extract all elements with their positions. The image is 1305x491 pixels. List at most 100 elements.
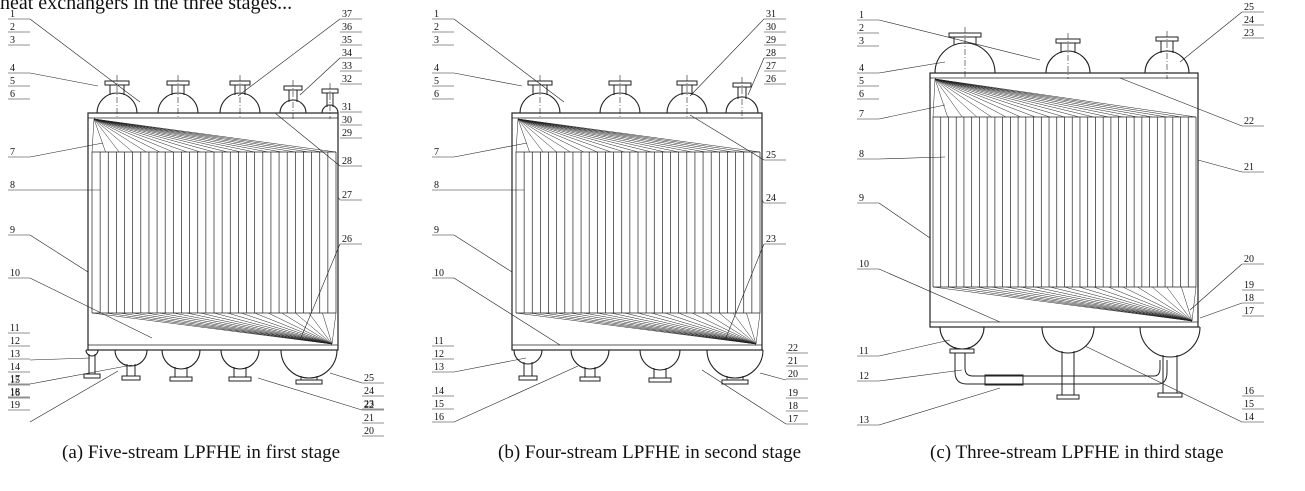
diagram-c-right-label-22: 22 bbox=[1244, 116, 1254, 127]
leader-line bbox=[29, 18, 141, 103]
header-c5-dome bbox=[1041, 326, 1095, 354]
distributor-line-b bbox=[517, 118, 720, 153]
leader-line bbox=[747, 57, 765, 96]
distributor-line-c bbox=[1049, 286, 1193, 322]
distributor-line-b bbox=[570, 312, 757, 345]
diagram-a-left-label-12: 12 bbox=[10, 336, 20, 347]
diagram-a-left-label-18: 18 bbox=[10, 387, 20, 398]
distributor-line-b bbox=[556, 312, 757, 345]
diagram-c-left-label-12: 12 bbox=[859, 371, 869, 382]
header-a8-flange bbox=[169, 376, 193, 382]
distributor-line-b bbox=[517, 118, 652, 153]
diagram-b-right-label-22: 22 bbox=[788, 343, 798, 354]
distributor-line-c bbox=[932, 78, 936, 118]
distributor-line-a bbox=[295, 312, 333, 345]
distributor-line-a bbox=[200, 312, 333, 345]
distributor-line-b bbox=[624, 312, 757, 345]
diagram-c-left-label-4: 4 bbox=[859, 63, 864, 74]
distributor-line-b bbox=[719, 312, 757, 345]
header-a7-flange bbox=[121, 375, 141, 381]
header-c4-flange bbox=[949, 348, 975, 354]
caption-b: (b) Four-stream LPFHE in second stage bbox=[498, 442, 802, 463]
distributor-line-a bbox=[227, 312, 333, 345]
distributor-line-a bbox=[93, 118, 282, 153]
diagram-a-right-label-20: 20 bbox=[364, 426, 374, 437]
diagram-b-left-label-6: 6 bbox=[434, 89, 439, 100]
diagram-a-right-label-37: 37 bbox=[342, 9, 352, 20]
diagram-a-right-label-35: 35 bbox=[342, 35, 352, 46]
distributor-line-b bbox=[529, 312, 757, 345]
distributor-line-c bbox=[934, 78, 1138, 118]
diagram-a-left-label-7: 7 bbox=[10, 147, 15, 158]
distributor-line-b bbox=[746, 312, 757, 345]
leader-line bbox=[1179, 11, 1243, 63]
diagram-b-right-label-23: 23 bbox=[766, 234, 776, 245]
distributor-line-b bbox=[515, 118, 519, 153]
diagram-b-right-label-21: 21 bbox=[788, 356, 798, 367]
leader-line bbox=[878, 202, 931, 239]
distributor-line-b bbox=[517, 118, 571, 153]
distributor-line-b bbox=[678, 312, 757, 345]
distributor-line-a bbox=[281, 312, 333, 345]
leader-line bbox=[237, 18, 341, 97]
header-b1-dome bbox=[519, 92, 561, 114]
diagram-b-left-label-3: 3 bbox=[434, 35, 439, 46]
distributor-line-a bbox=[146, 312, 333, 345]
diagram-b-right-label-25: 25 bbox=[766, 150, 776, 161]
connecting-pipe-c-inner bbox=[964, 353, 1161, 377]
shell-a bbox=[87, 112, 339, 351]
leader-line bbox=[1199, 302, 1243, 319]
diagram-c-left-label-13: 13 bbox=[859, 415, 869, 426]
distributor-line-a bbox=[93, 118, 147, 153]
distributor-line-c bbox=[1006, 286, 1193, 322]
diagram-a-left-label-17: 17 bbox=[10, 374, 20, 385]
diagram-a-right-label-31: 31 bbox=[342, 102, 352, 113]
distributor-line-c bbox=[1152, 286, 1193, 322]
leader-line bbox=[878, 156, 946, 160]
distributor-line-c bbox=[934, 78, 1050, 118]
leader-line bbox=[1197, 159, 1243, 173]
diagram-c-right-label-20: 20 bbox=[1244, 254, 1254, 265]
distributor-line-c bbox=[1122, 286, 1193, 322]
diagram-c-three-stream-exchanger: 1234567891011121325242322212019181716151… bbox=[857, 2, 1264, 426]
diagram-b-right-label-18: 18 bbox=[788, 401, 798, 412]
header-c2-dome bbox=[1045, 50, 1091, 74]
distributor-line-b bbox=[517, 118, 544, 153]
distributor-line-c bbox=[1035, 286, 1193, 322]
diagram-a-left-label-8: 8 bbox=[10, 180, 15, 191]
diagram-b-right-label-31: 31 bbox=[766, 9, 776, 20]
distributor-line-c bbox=[934, 78, 1197, 118]
header-b6-dome bbox=[570, 349, 610, 370]
distributor-line-b bbox=[517, 118, 761, 153]
distributor-line-a bbox=[93, 118, 106, 153]
diagram-a-right-label-25: 25 bbox=[364, 373, 374, 384]
diagram-b-right-label-19: 19 bbox=[788, 388, 798, 399]
distributor-line-b bbox=[705, 312, 757, 345]
diagram-c-right-label-14: 14 bbox=[1244, 412, 1254, 423]
diagram-b-left-label-1: 1 bbox=[434, 9, 439, 20]
distributor-line-a bbox=[268, 312, 333, 345]
diagram-b-right-label-27: 27 bbox=[766, 61, 776, 72]
connecting-pipe-c bbox=[954, 353, 1168, 385]
diagram-c-right-label-21: 21 bbox=[1244, 162, 1254, 173]
distributor-line-b bbox=[517, 118, 666, 153]
diagram-b-right-label-28: 28 bbox=[766, 48, 776, 59]
diagram-a-right-label-34: 34 bbox=[342, 48, 352, 59]
distributor-line-c bbox=[934, 78, 1021, 118]
diagram-b-left-label-14: 14 bbox=[434, 386, 444, 397]
diagram-a-right-label-30: 30 bbox=[342, 115, 352, 126]
distributor-line-c bbox=[976, 286, 1193, 322]
header-a7-dome bbox=[114, 349, 148, 367]
leader-line bbox=[724, 243, 765, 341]
diagram-a-right-label-29: 29 bbox=[342, 128, 352, 139]
distributor-line-b bbox=[517, 118, 557, 153]
diagram-b-left-label-5: 5 bbox=[434, 76, 439, 87]
diagram-a-left-label-10: 10 bbox=[10, 268, 20, 279]
diagram-a-five-stream-exchanger: 1234567891011121314151617181937363534333… bbox=[8, 9, 384, 437]
distributor-line-c bbox=[934, 78, 1153, 118]
diagram-a-left-label-6: 6 bbox=[10, 89, 15, 100]
header-a10-dome bbox=[280, 349, 338, 379]
header-b7-dome bbox=[639, 349, 681, 371]
leader-line bbox=[29, 72, 99, 87]
distributor-line-c bbox=[932, 286, 1193, 322]
